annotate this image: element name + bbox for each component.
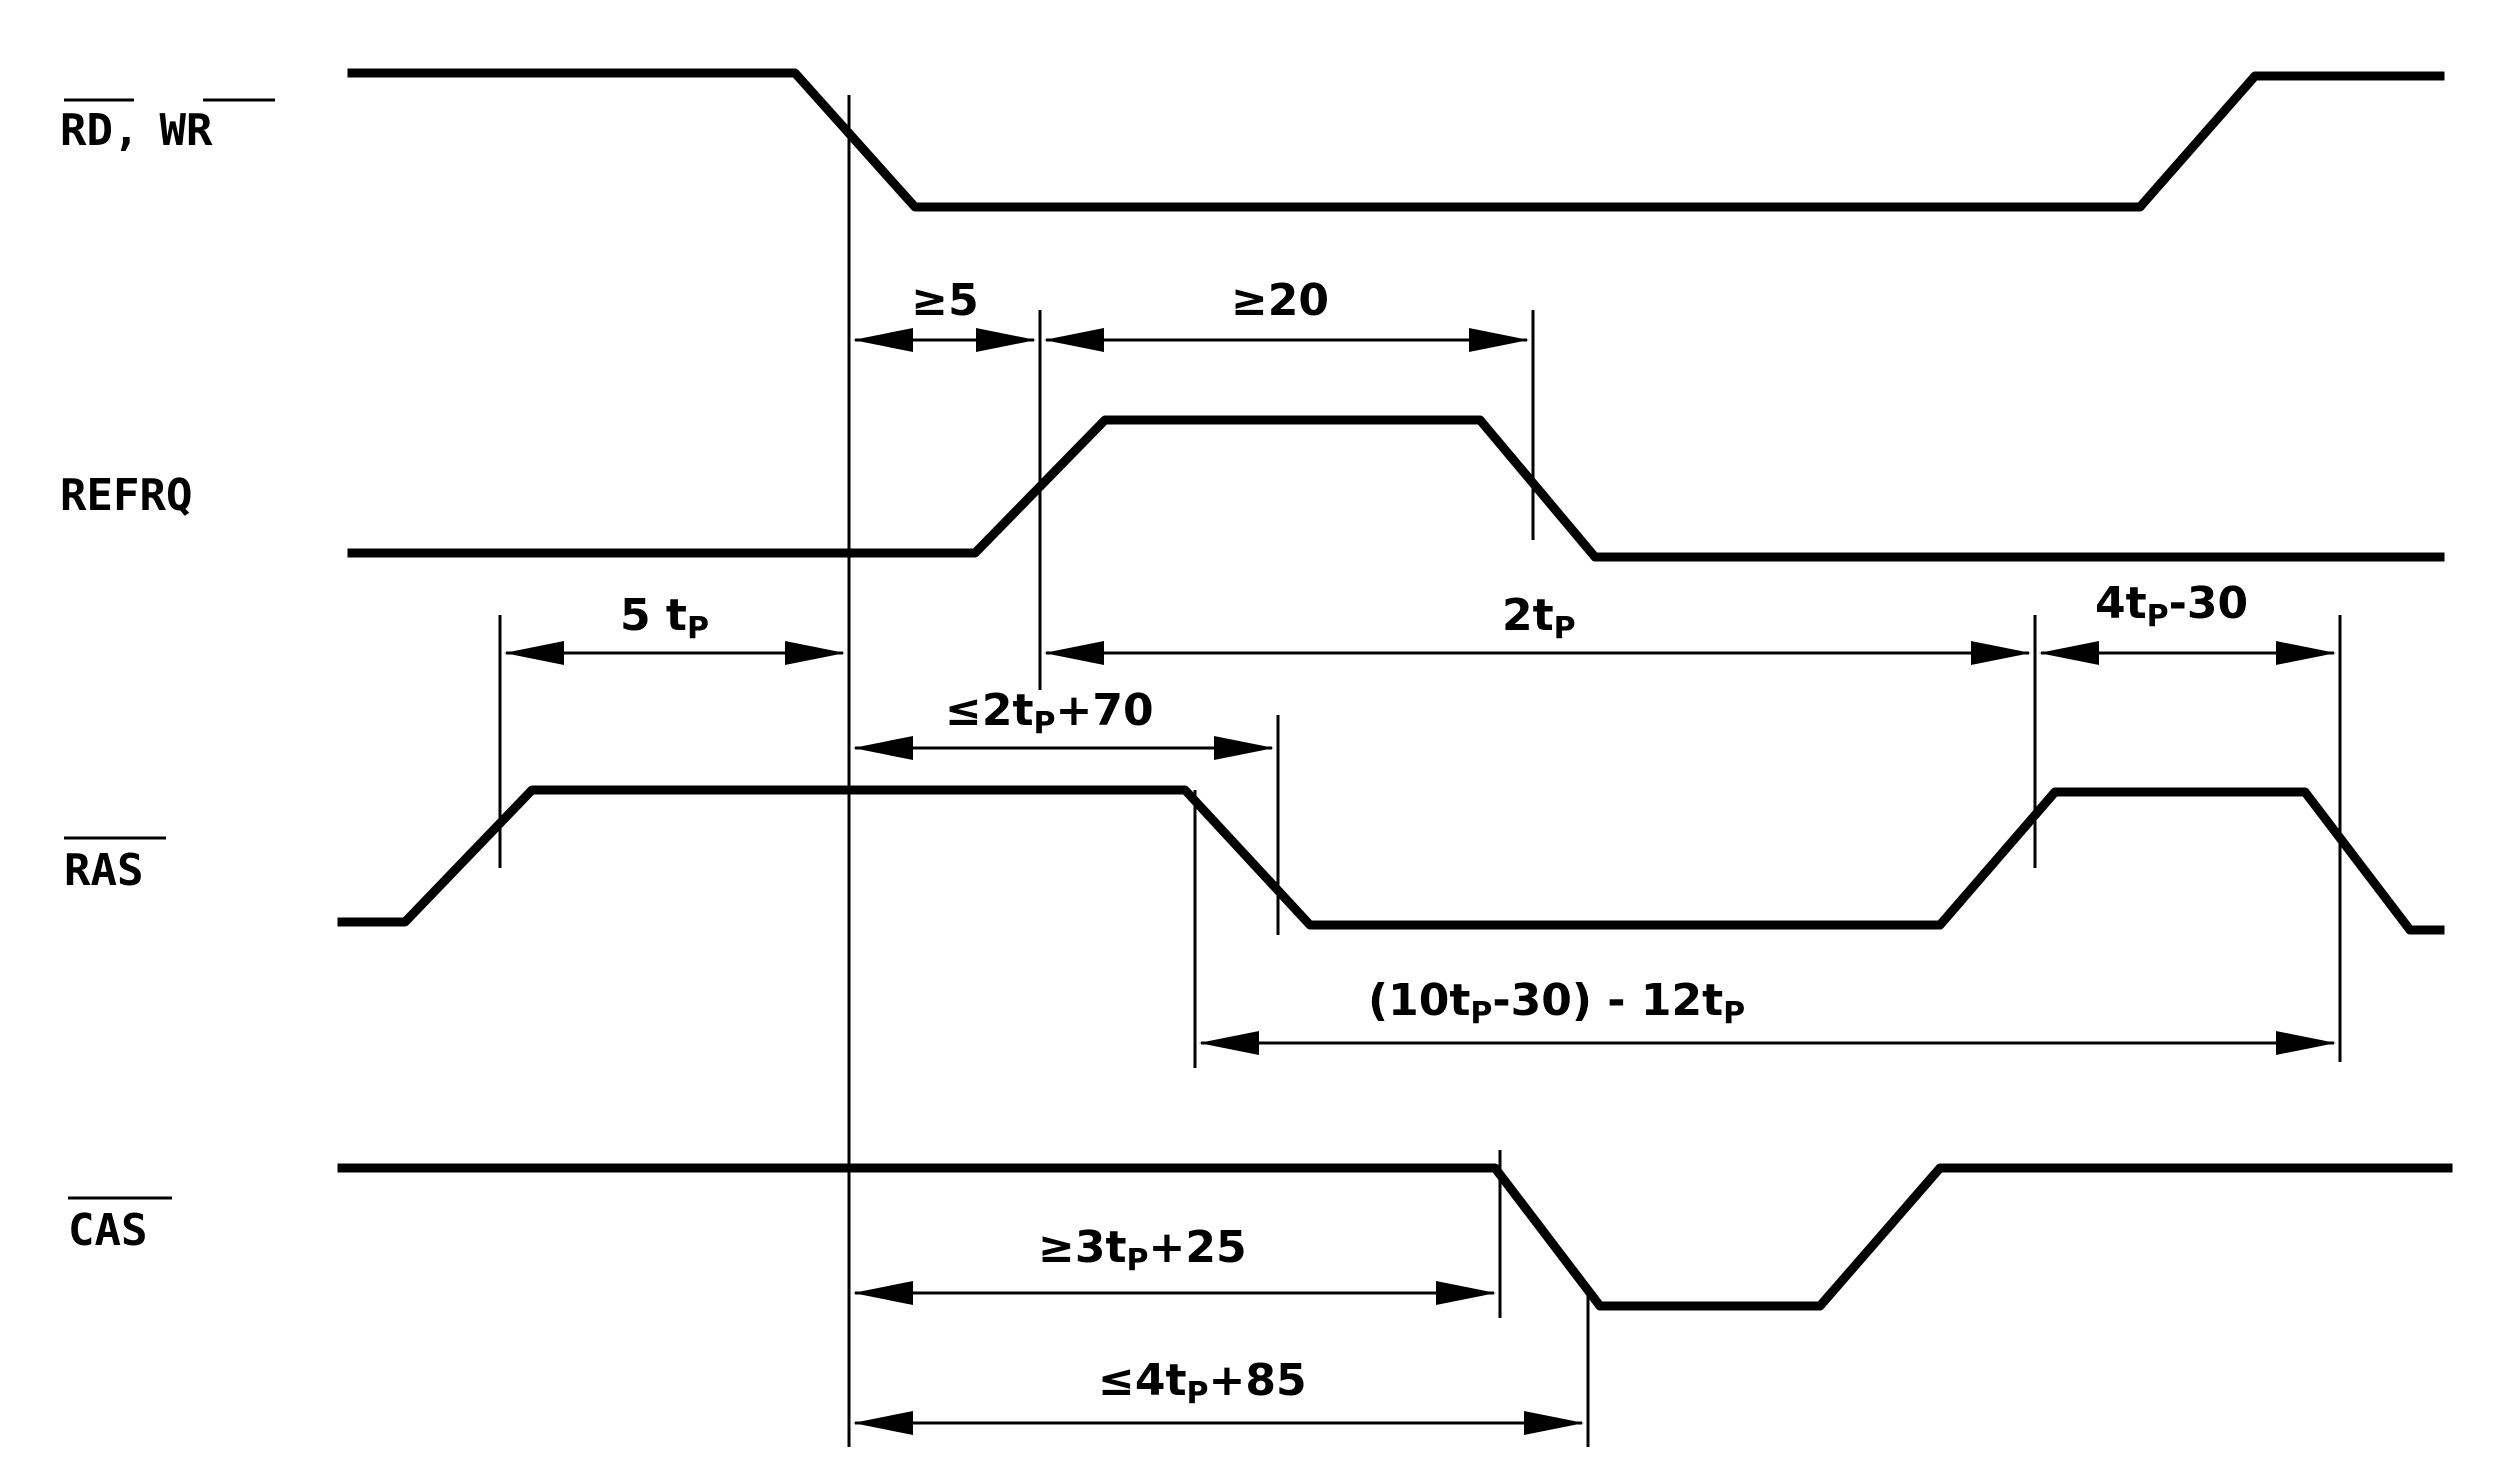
dimension-ge5: ≥5 xyxy=(853,275,1036,352)
signal-label-cas: CAS xyxy=(68,1205,147,1256)
dimension-label-ge20: ≥20 xyxy=(1231,275,1329,326)
waveform-refrq xyxy=(347,415,2445,562)
dimension-5tp: 5 tP xyxy=(504,590,845,665)
dimension-ge20: ≥20 xyxy=(1044,275,1529,352)
signal-label-rd: RD xyxy=(60,105,113,156)
dimension-le-2tp-70: ≤2tP+70 xyxy=(853,685,1274,760)
dimension-label-ge5: ≥5 xyxy=(911,275,978,326)
dimension-label-le-4tp-85: ≤4tP+85 xyxy=(1098,1355,1307,1411)
dimension-label-le-2tp-70: ≤2tP+70 xyxy=(945,685,1154,741)
dimension-ras-low: (10tP-30) - 12tP xyxy=(1199,975,2336,1055)
waveform-ras xyxy=(337,785,2445,935)
signal-label-wr: WR xyxy=(159,105,212,156)
dimension-label-2tp: 2tP xyxy=(1502,590,1576,646)
signal-label-refrq: REFRQ xyxy=(60,470,192,521)
dimension-label-ge-3tp-25: ≥3tP+25 xyxy=(1038,1222,1247,1278)
dimension-ge-3tp-25: ≥3tP+25 xyxy=(853,1222,1496,1305)
dimension-2tp: 2tP xyxy=(1044,590,2031,665)
dimension-label-4tp-30: 4tP-30 xyxy=(2095,578,2248,634)
dimension-4tp-30: 4tP-30 xyxy=(2039,578,2336,665)
signal-label-rd-wr: RD, WR xyxy=(60,105,213,156)
signal-label-sep: , xyxy=(113,105,140,156)
waveform-rd-wr xyxy=(347,68,2445,212)
waveform-cas xyxy=(337,1163,2453,1311)
dimension-label-ras-low: (10tP-30) - 12tP xyxy=(1368,975,1745,1031)
signal-label-ras: RAS xyxy=(64,845,143,896)
dimension-le-4tp-85: ≤4tP+85 xyxy=(853,1355,1584,1435)
dimension-label-5tp: 5 tP xyxy=(620,590,709,646)
